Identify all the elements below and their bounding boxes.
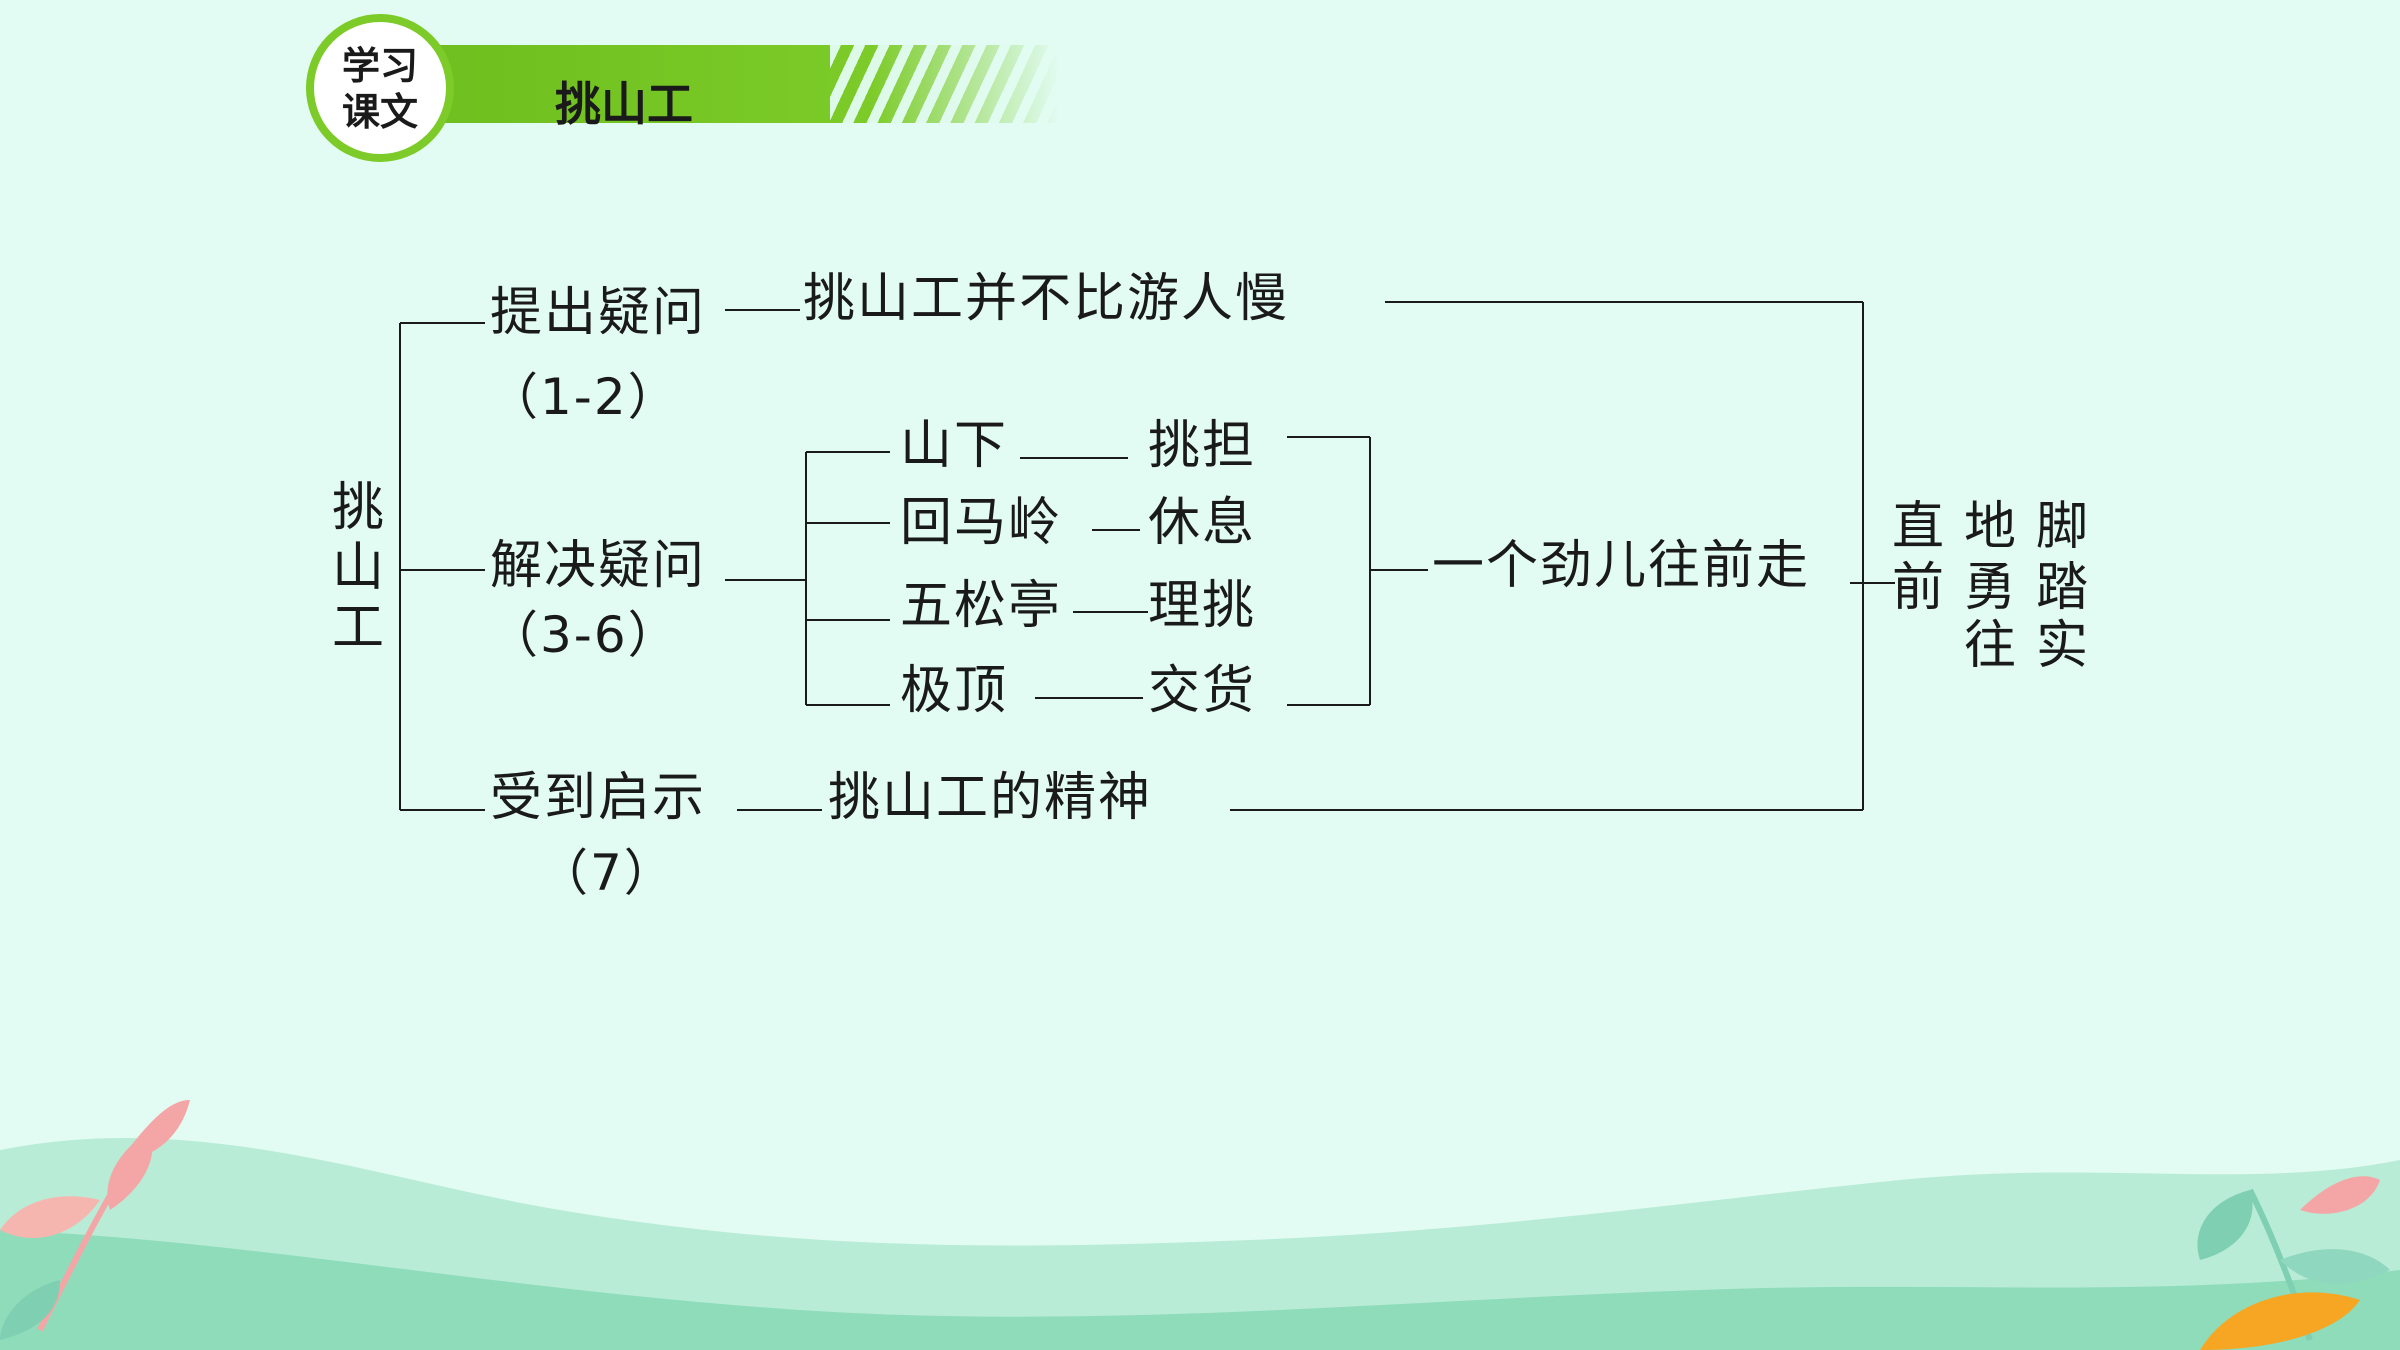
branch1-content: 挑山工并不比游人慢: [803, 269, 1290, 329]
branch2-summary: 一个劲儿往前走: [1432, 536, 1811, 596]
leaf-pink-left-2: [0, 1196, 100, 1239]
badge-line-1: 学习: [341, 44, 418, 88]
conclusion-char: 直: [1891, 497, 1944, 557]
pair-action-4: 交货: [1148, 661, 1257, 721]
branch3-range: （7）: [538, 844, 676, 902]
pair-action-3: 理挑: [1148, 576, 1257, 636]
conclusion-char: 勇: [1963, 558, 2016, 618]
badge-line-2: 课文: [341, 90, 418, 134]
branch3-content: 挑山工的精神: [828, 768, 1153, 828]
section-badge: 学习 课文: [306, 14, 454, 162]
leaf-pink-right: [2300, 1176, 2380, 1214]
header-stripes: [830, 45, 1070, 123]
pair-place-2: 回马岭: [900, 493, 1063, 553]
pair-place-1: 山下: [900, 416, 1009, 476]
conclusion-char: 前: [1891, 558, 1944, 618]
leaf-teal-right-1: [2197, 1190, 2253, 1260]
branch1-label: 提出疑问: [490, 283, 707, 343]
pair-place-3: 五松亭: [900, 576, 1063, 636]
conclusion-char: 地: [1963, 497, 2016, 557]
conclusion-char: 脚: [2035, 497, 2088, 557]
conclusion-char: 踏: [2035, 558, 2088, 618]
page-title: 挑山工: [555, 77, 693, 131]
leaf-orange-right: [2200, 1292, 2360, 1350]
branch2-range: （3-6）: [488, 606, 680, 664]
conclusion-char: 往: [1963, 616, 2016, 676]
branch1-range: （1-2）: [488, 368, 680, 426]
root-char: 挑: [331, 478, 384, 538]
leaf-pink-left-3: [120, 1100, 190, 1160]
leaf-teal-right-2: [2280, 1249, 2390, 1284]
root-label: 挑 山 工: [328, 478, 388, 658]
pair-place-4: 极顶: [900, 661, 1009, 721]
pair-action-2: 休息: [1148, 493, 1257, 553]
branch2-label: 解决疑问: [490, 536, 707, 596]
branch3-label: 受到启示: [490, 768, 707, 828]
conclusion-char: 实: [2035, 616, 2088, 676]
pair-action-1: 挑担: [1148, 416, 1257, 476]
leaf-teal-left: [0, 1280, 60, 1340]
bottom-hill-front: [0, 1230, 2400, 1350]
root-char: 山: [331, 538, 384, 598]
root-char: 工: [331, 598, 384, 658]
